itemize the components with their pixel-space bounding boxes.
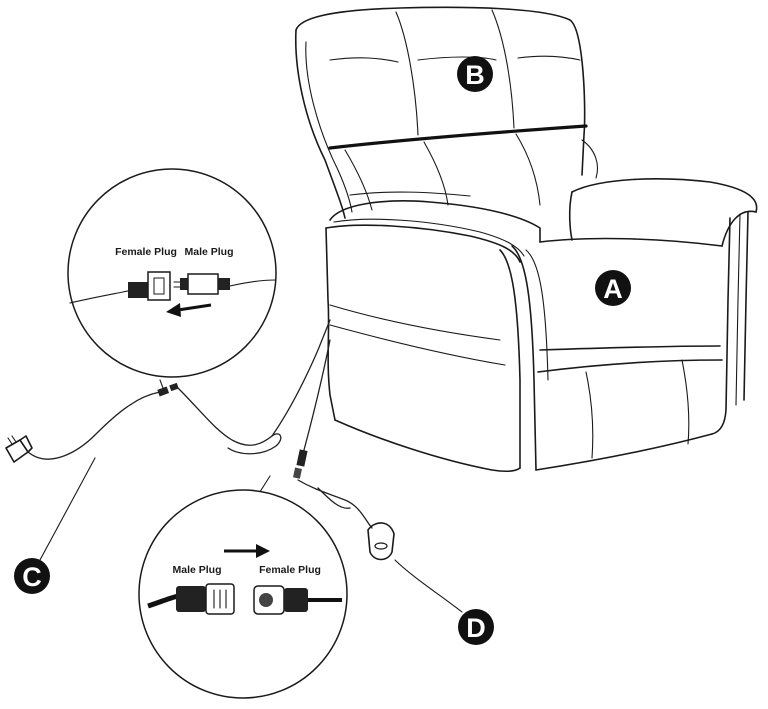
callout-b-label: B bbox=[465, 60, 485, 90]
detail-circle-bottom: Male Plug Female Plug bbox=[138, 475, 348, 699]
detail-circle-top: Female Plug Male Plug bbox=[67, 168, 277, 389]
recliner-chair bbox=[294, 6, 758, 473]
female-plug-label-top: Female Plug bbox=[115, 246, 177, 258]
leader-line-c bbox=[39, 457, 96, 561]
male-plug-label-top: Male Plug bbox=[184, 246, 233, 258]
power-adapter bbox=[5, 404, 131, 463]
inline-remote-connector bbox=[293, 449, 308, 479]
male-plug-bottom bbox=[147, 583, 235, 615]
male-plug-label-bottom: Male Plug bbox=[172, 564, 221, 576]
female-plug-top bbox=[128, 271, 171, 301]
callout-a-badge: A bbox=[595, 270, 631, 306]
callout-d-label: D bbox=[466, 613, 486, 643]
callout-c-badge: C bbox=[14, 558, 50, 594]
arrow-left-icon bbox=[166, 303, 212, 317]
arrow-right-icon bbox=[224, 544, 270, 558]
callout-b-badge: B bbox=[457, 56, 493, 92]
male-plug-top bbox=[173, 273, 230, 295]
adapter-cord bbox=[129, 391, 161, 406]
callout-a-label: A bbox=[603, 274, 623, 304]
female-plug-label-bottom: Female Plug bbox=[259, 564, 321, 576]
remote-cord bbox=[303, 339, 331, 451]
leader-line-d bbox=[394, 559, 463, 613]
headrest-divider-line bbox=[328, 124, 588, 150]
motor-cord bbox=[177, 387, 282, 455]
small-inline-connector bbox=[157, 382, 179, 397]
female-plug-bottom bbox=[253, 585, 342, 615]
callout-d-badge: D bbox=[458, 609, 494, 645]
callout-c-label: C bbox=[22, 562, 42, 592]
hand-remote bbox=[367, 522, 395, 561]
